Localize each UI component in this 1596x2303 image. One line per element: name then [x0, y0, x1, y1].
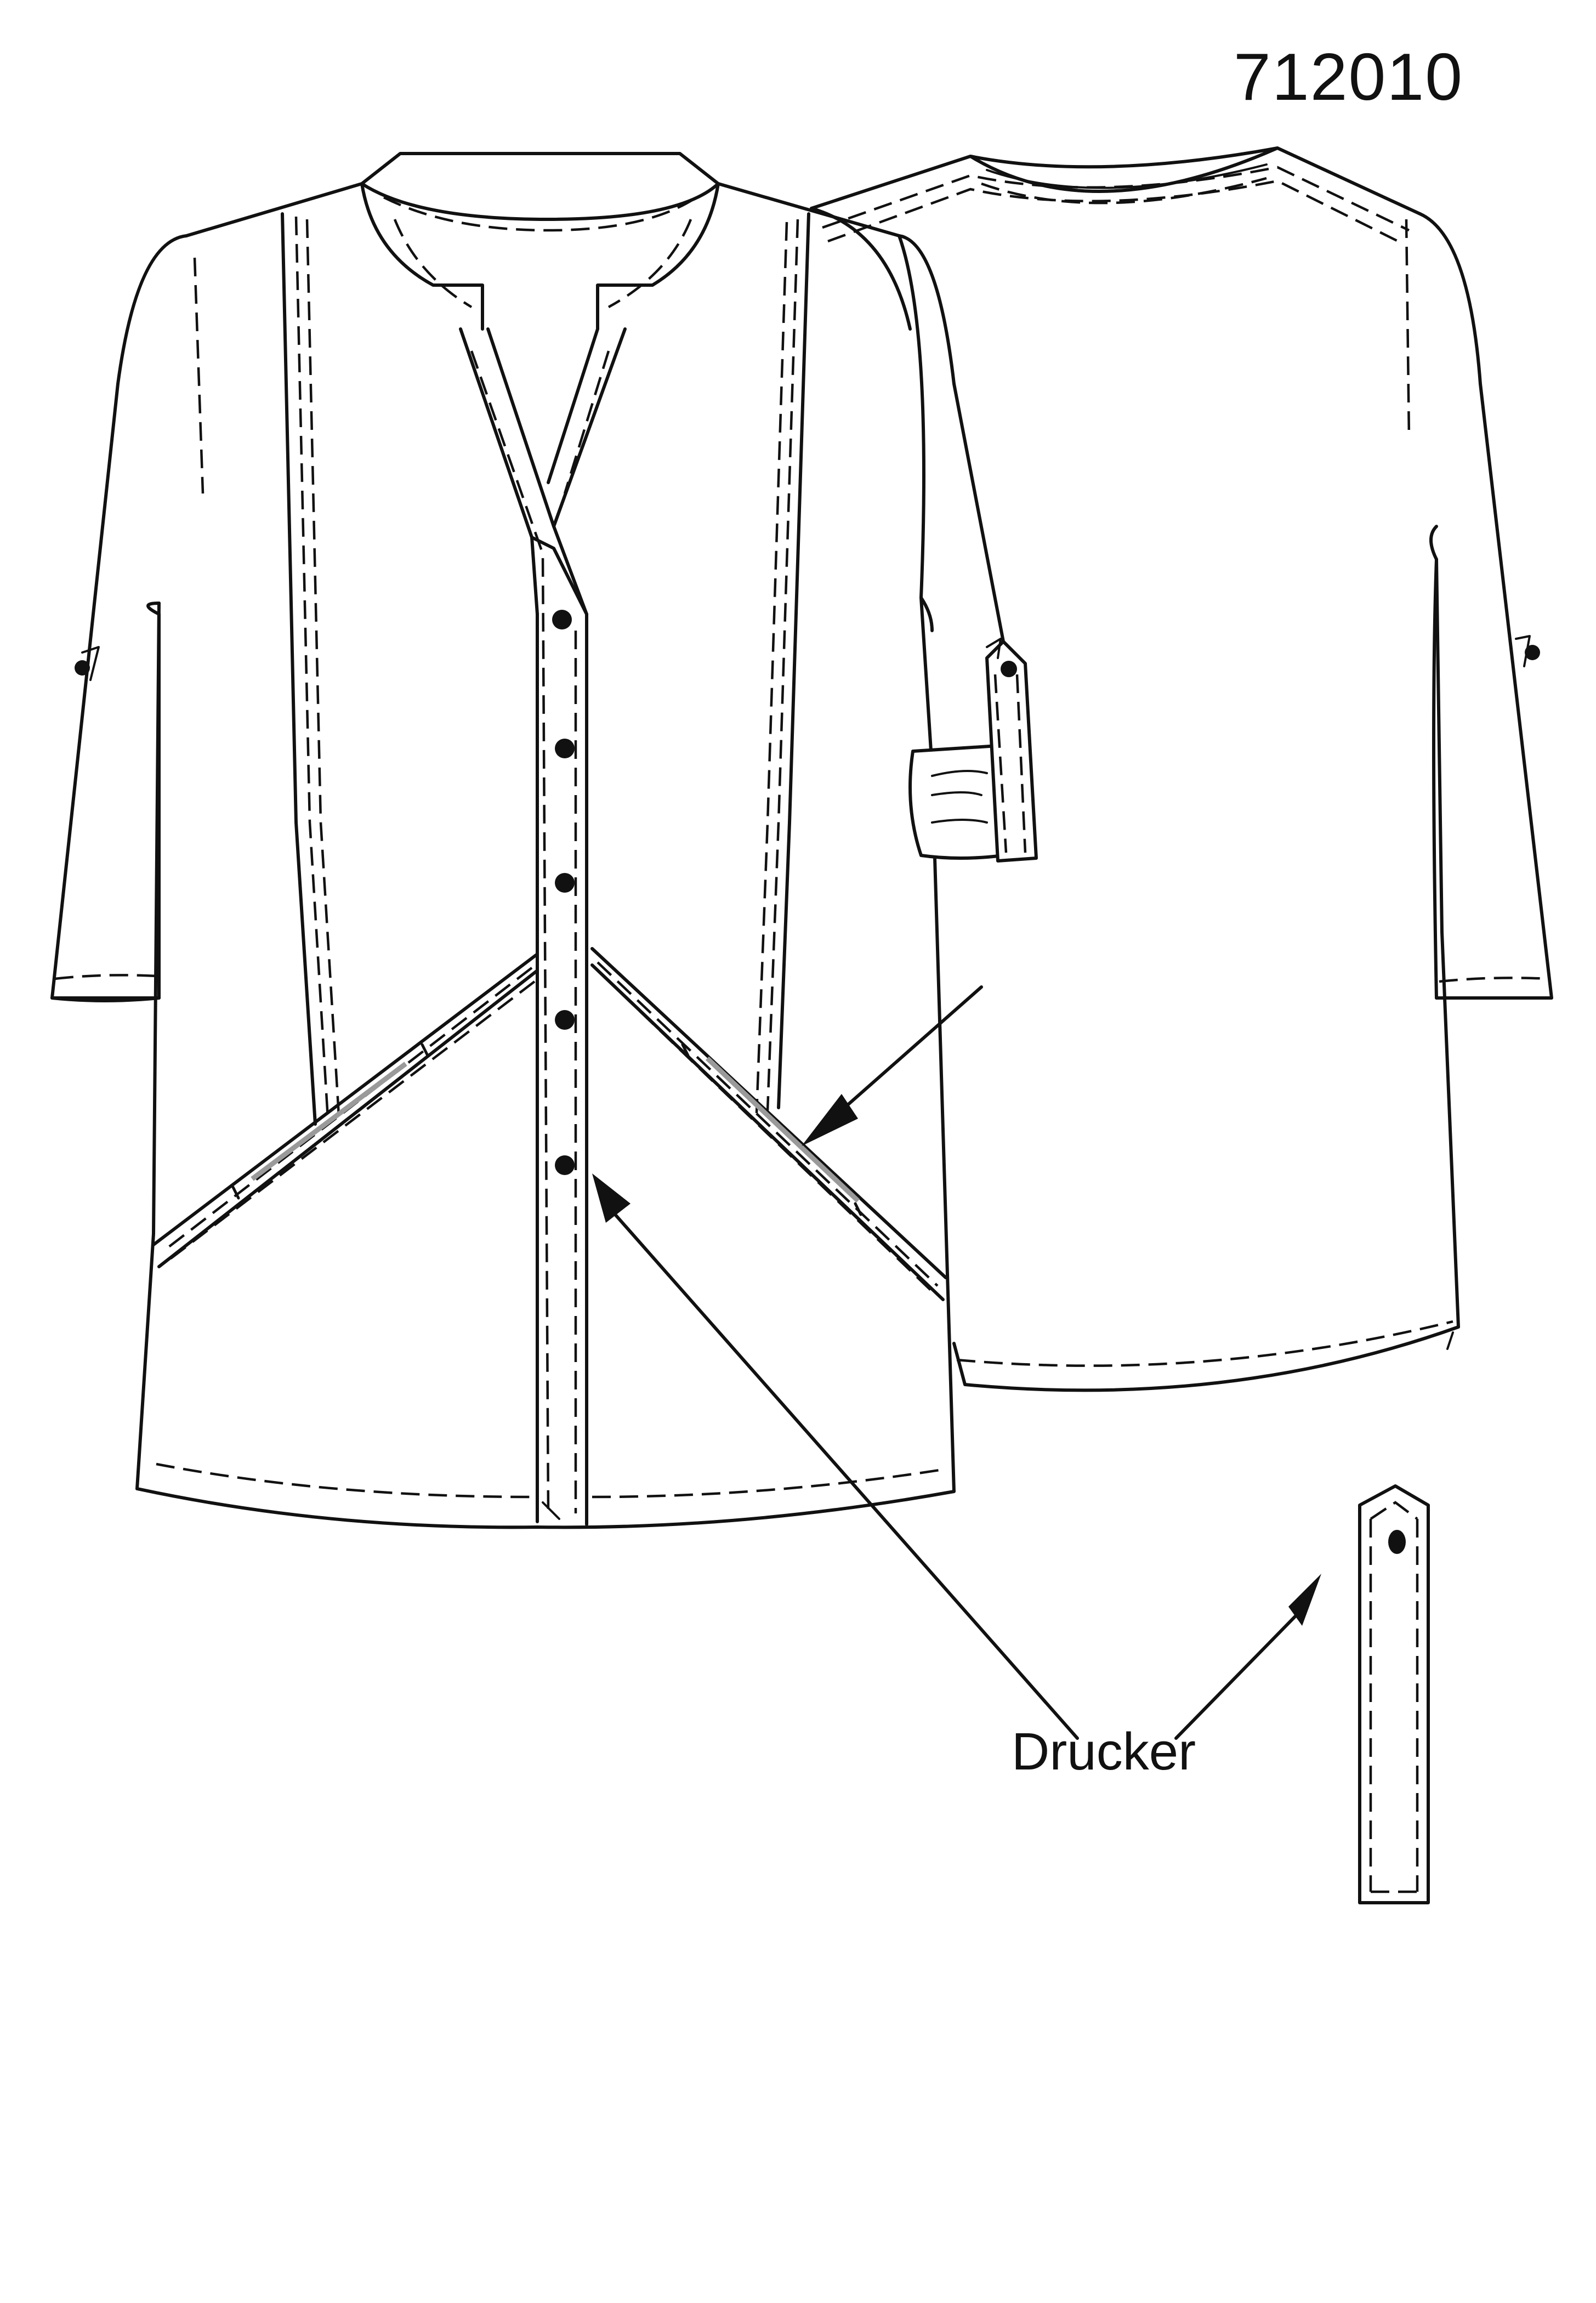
arrow-head-icon	[1288, 1574, 1321, 1626]
back-left-sleeve	[810, 207, 912, 331]
callout-arrows	[592, 985, 1321, 1740]
style-number: 712010	[1234, 39, 1464, 114]
rolled-cuff	[908, 744, 1005, 860]
button-icon	[555, 1010, 575, 1030]
mandarin-collar	[360, 182, 720, 331]
front-left-sleeve	[50, 234, 205, 1002]
arrow-head-icon	[802, 1094, 858, 1146]
front-view	[50, 152, 956, 1529]
sleeve-tab	[985, 638, 1038, 863]
front-body-outline	[135, 152, 956, 1529]
button-icon	[1388, 1530, 1406, 1554]
front-hem-stitch	[156, 1462, 532, 1499]
button-icon	[555, 873, 575, 893]
princess-seams	[281, 212, 810, 1126]
back-view	[810, 146, 1553, 1392]
arrow-head-icon	[592, 1173, 631, 1223]
back-right-sleeve	[1405, 212, 1553, 1000]
sleeve-tab-button-icon	[75, 646, 100, 681]
front-right-sleeve	[898, 234, 1038, 863]
diagonal-pocket-seams	[152, 947, 947, 1301]
button-icon	[1001, 661, 1017, 677]
back-body-outline	[952, 558, 1460, 1392]
button-icon	[555, 1155, 575, 1175]
button-icon	[555, 739, 575, 758]
callout-label-drucker: Drucker	[1012, 1722, 1196, 1781]
front-buttons	[552, 610, 575, 1175]
front-placket	[459, 327, 627, 1526]
front-hem-stitch-right	[592, 1468, 944, 1499]
button-icon	[552, 610, 572, 629]
sleeve-tab-button-icon	[1515, 635, 1540, 667]
placket-detail	[1358, 1484, 1430, 1904]
